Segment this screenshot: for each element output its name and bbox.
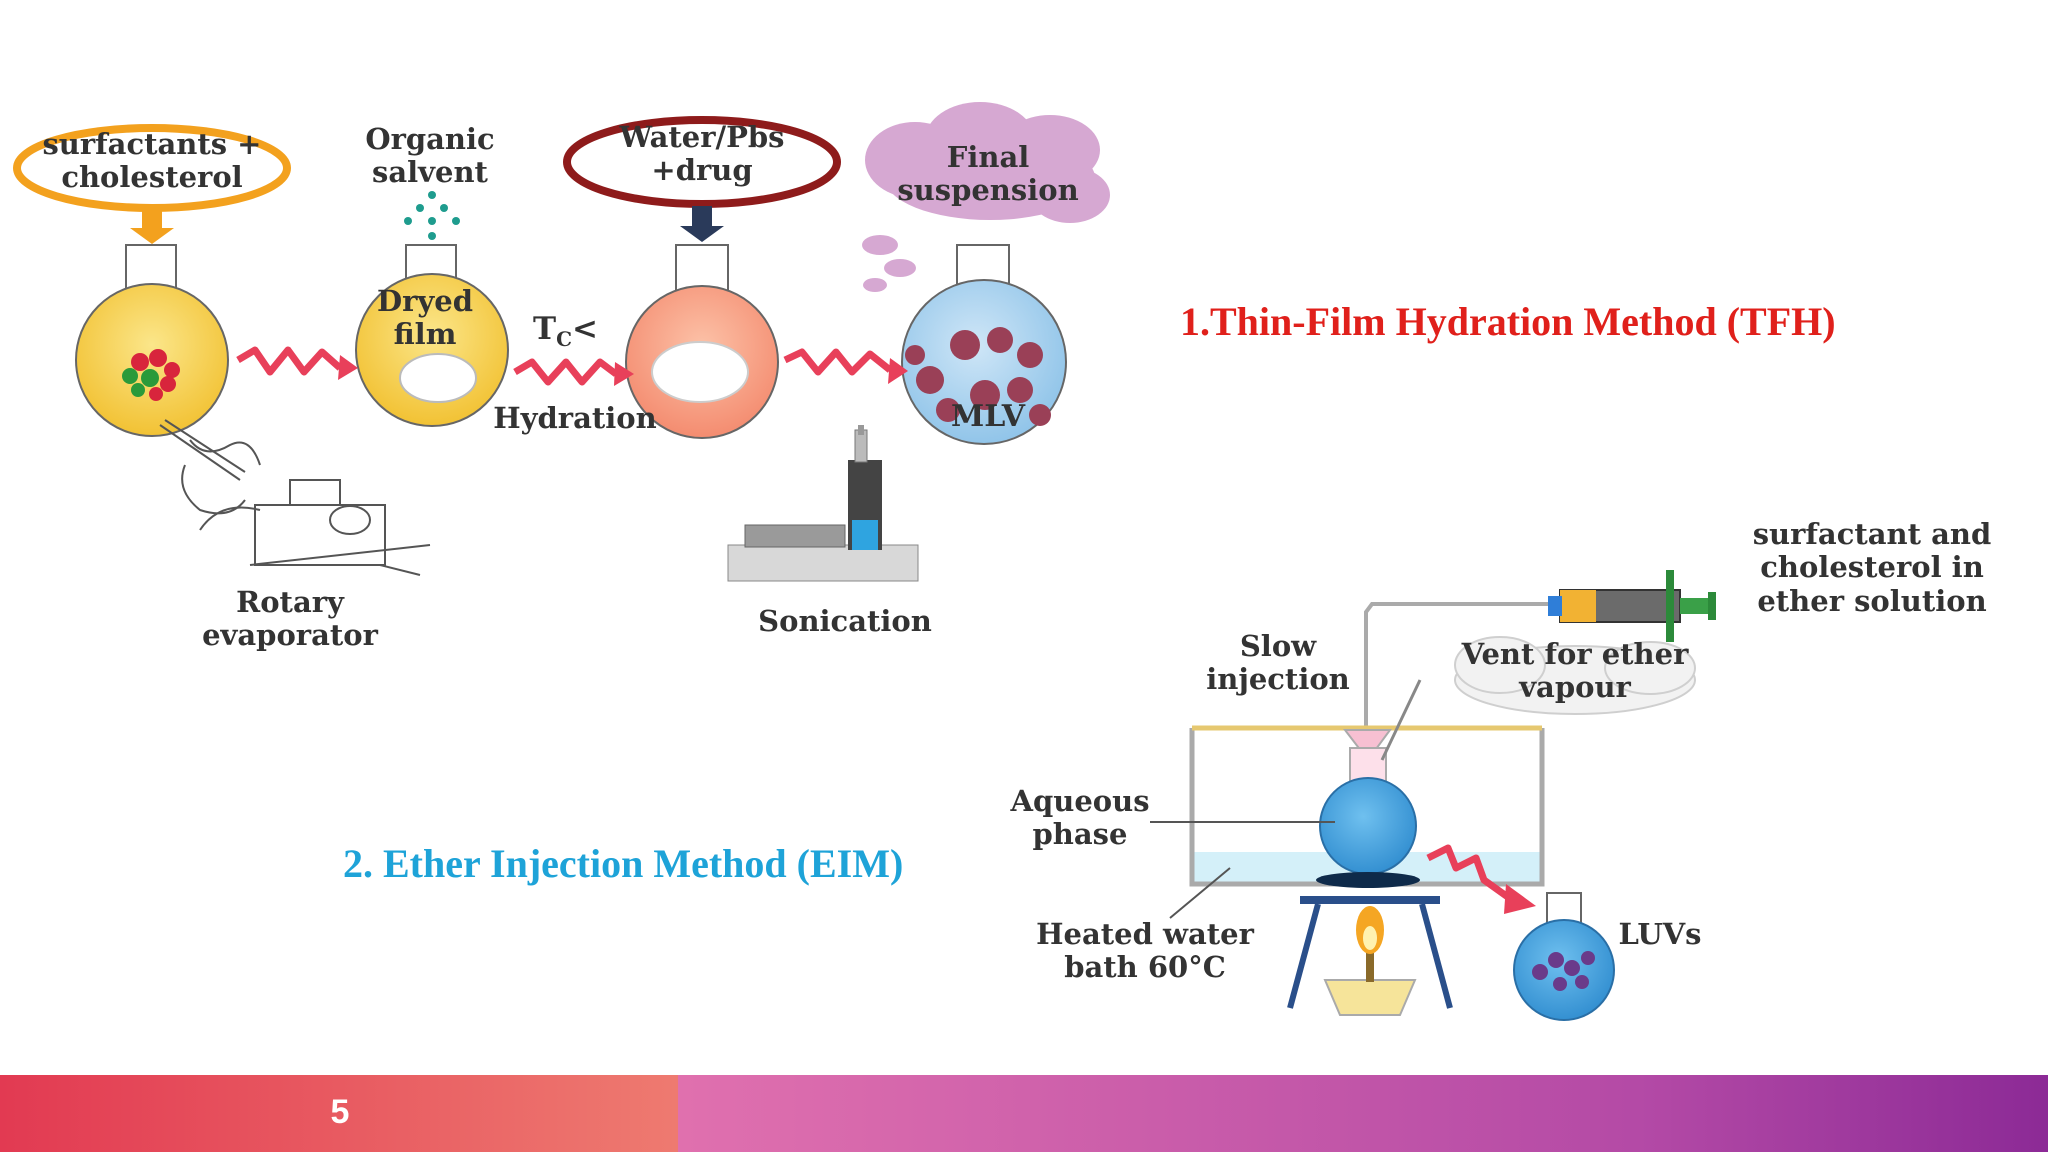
label-tc: TC< xyxy=(533,311,613,352)
label-hydration: Hydration xyxy=(493,401,657,435)
vent-cloud xyxy=(1454,636,1696,715)
label-tc-sub: C xyxy=(556,327,572,352)
label-tc-main: T xyxy=(533,311,557,347)
label-sonication: Sonication xyxy=(758,604,932,638)
label-heated-water-bath: Heated water bath 60°C xyxy=(1036,917,1254,985)
sonicator-sketch xyxy=(727,425,919,582)
syringe xyxy=(1548,570,1716,642)
tfh-arrows xyxy=(236,346,893,386)
footer-bar-right xyxy=(678,1075,2048,1152)
aqueous-flask xyxy=(1316,679,1422,888)
label-vent-ether-vapour: Vent for ether vapour xyxy=(1461,637,1689,705)
label-surfactants-cholesterol: surfactants + cholesterol xyxy=(42,127,262,195)
water-pbs-bubble xyxy=(563,116,841,208)
flask-4 xyxy=(901,244,1067,445)
tfh-title: 1.Thin-Film Hydration Method (TFH) xyxy=(1180,299,1836,344)
label-aqueous-phase: Aqueous phase xyxy=(1010,784,1150,852)
label-final-suspension: Final suspension xyxy=(897,140,1079,208)
page-number: 5 xyxy=(330,1093,350,1131)
footer-bar-left xyxy=(0,1075,678,1152)
flask-2 xyxy=(355,244,509,427)
label-organic-solvent: Organic salvent xyxy=(365,122,495,190)
label-slow-injection: Slow injection xyxy=(1206,629,1350,697)
label-rotary-evaporator: Rotary evaporator xyxy=(202,585,378,653)
flask-1 xyxy=(75,244,229,437)
flask-3 xyxy=(625,244,779,439)
label-surfactant-ether-solution: surfactant and cholesterol in ether solu… xyxy=(1752,517,1992,618)
label-luvs: LUVs xyxy=(1618,917,1702,951)
label-mlv: MLV xyxy=(950,399,1026,434)
label-water-pbs-drug: Water/Pbs +drug xyxy=(619,120,785,188)
tripod-burner xyxy=(1287,896,1453,1016)
eim-title: 2. Ether Injection Method (EIM) xyxy=(343,841,904,886)
final-suspension-cloud xyxy=(862,102,1110,292)
label-dryed-film: Dryed film xyxy=(376,284,473,352)
label-tc-lt: < xyxy=(572,311,598,347)
luvs-flask xyxy=(1513,892,1615,1021)
rotary-evaporator-sketch xyxy=(159,419,431,576)
